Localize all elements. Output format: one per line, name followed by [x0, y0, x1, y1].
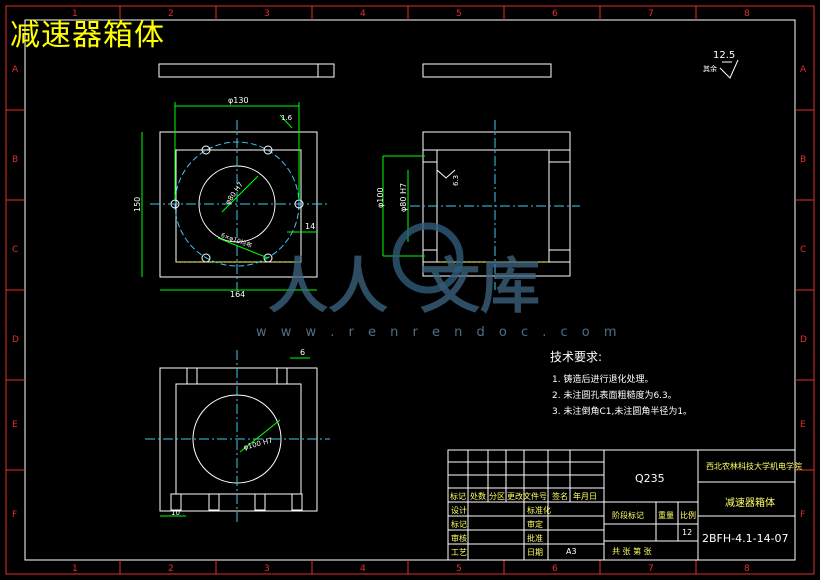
col-label: 3 — [264, 564, 270, 574]
row-label: A — [800, 65, 807, 75]
tb-scale-label: 比例 — [680, 511, 696, 520]
tech-requirement-item: 2. 未注圆孔表面粗糙度为6.3。 — [552, 391, 677, 401]
top-plate-right — [422, 63, 552, 78]
watermark-logo-icon — [392, 222, 464, 294]
tb-left-row: 设计 — [451, 506, 467, 515]
col-label: 5 — [456, 9, 462, 19]
svg-text:6: 6 — [300, 348, 305, 357]
tb-scale-value: 12 — [682, 528, 693, 537]
tb-left-row: 标记 — [451, 520, 467, 529]
tb-header-cell: 更改文件号 — [507, 492, 547, 501]
tech-requirements-heading: 技术要求: — [550, 350, 603, 364]
tech-requirement-item: 1. 铸造后进行退化处理。 — [552, 375, 654, 385]
svg-text:164: 164 — [230, 290, 245, 299]
zone-column-labels: 1 2 3 4 5 6 7 8 1 2 3 4 5 6 7 8 — [72, 9, 750, 574]
svg-text:φ130: φ130 — [228, 96, 249, 105]
row-label: D — [800, 335, 807, 345]
tb-sheets: 共 张 第 张 — [612, 547, 652, 556]
col-label: 1 — [72, 9, 78, 19]
zone-row-labels: A B C D E F A B C D E F — [12, 65, 807, 520]
col-label: 7 — [648, 9, 654, 19]
tb-mid-row: 日期 — [527, 548, 543, 557]
tb-header-cell: 年月日 — [573, 492, 597, 501]
tb-header-cell: 标记 — [450, 492, 466, 501]
part-name: 减速器箱体 — [725, 498, 775, 509]
col-label: 8 — [744, 9, 750, 19]
col-label: 2 — [168, 9, 174, 19]
col-label: 6 — [552, 9, 558, 19]
tb-mid-row: 审定 — [527, 520, 543, 529]
roughness-symbol: 12.5 其余 — [703, 50, 739, 79]
row-label: E — [800, 420, 806, 430]
col-label: 8 — [744, 564, 750, 574]
col-label: 4 — [360, 564, 366, 574]
row-label: B — [12, 155, 18, 165]
tb-mid-row: 标准化 — [527, 506, 551, 515]
col-label: 5 — [456, 564, 462, 574]
row-label: F — [12, 510, 17, 520]
tb-header-cell: 分区 — [489, 492, 505, 501]
col-label: 2 — [168, 564, 174, 574]
col-label: 7 — [648, 564, 654, 574]
tb-weight-label: 重量 — [658, 511, 674, 520]
tech-requirement-item: 3. 未注倒角C1,未注圆角半径为1。 — [552, 407, 693, 417]
row-label: C — [12, 245, 18, 255]
svg-text:12.5: 12.5 — [713, 50, 735, 61]
row-label: E — [12, 420, 18, 430]
bottom-view: 6 φ100 H7 10 — [145, 348, 330, 525]
row-label: C — [800, 245, 806, 255]
tb-header-cell: 处数 — [470, 492, 486, 501]
title-block — [447, 449, 796, 561]
svg-text:φ100: φ100 — [376, 187, 385, 208]
watermark-text: 人人 — [268, 252, 388, 322]
col-label: 4 — [360, 9, 366, 19]
row-label: F — [800, 510, 805, 520]
svg-text:其余: 其余 — [703, 64, 717, 73]
svg-text:φ80 H7: φ80 H7 — [399, 183, 408, 212]
material-label: Q235 — [635, 472, 665, 485]
svg-text:14: 14 — [305, 222, 315, 231]
col-label: 6 — [552, 564, 558, 574]
tb-stage-label: 阶段标记 — [612, 511, 644, 520]
tb-left-row: 审核 — [451, 534, 467, 543]
col-label: 3 — [264, 9, 270, 19]
svg-text:10: 10 — [171, 509, 180, 517]
row-label: B — [800, 155, 806, 165]
tb-paper-size: A3 — [566, 547, 577, 556]
drawing-number: 2BFH-4.1-14-07 — [702, 532, 789, 545]
row-label: D — [12, 335, 19, 345]
svg-text:150: 150 — [133, 197, 142, 212]
svg-text:1.6: 1.6 — [281, 114, 293, 122]
row-label: A — [12, 65, 19, 75]
school-name: 西北农林科技大学机电学院 — [706, 462, 802, 471]
svg-text:6.3: 6.3 — [452, 175, 460, 186]
top-plate-left — [158, 63, 335, 78]
svg-text:φ80 H7: φ80 H7 — [224, 181, 245, 206]
tb-left-row: 工艺 — [451, 548, 467, 557]
drawing-title: 减速器箱体 — [10, 18, 165, 53]
tb-mid-row: 批准 — [527, 534, 543, 543]
tb-header-cell: 签名 — [552, 492, 568, 501]
col-label: 1 — [72, 564, 78, 574]
watermark-url: w w w . r e n r e n d o c . c o m — [256, 325, 622, 340]
side-view: φ100 φ80 H7 6.3 — [376, 120, 580, 290]
